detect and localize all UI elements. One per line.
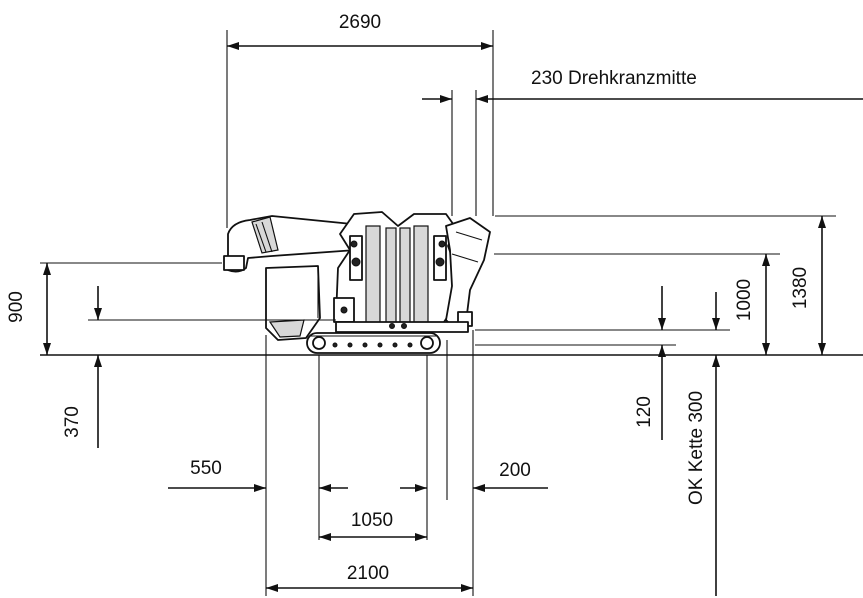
dim-track-1050: 1050 (351, 510, 393, 531)
dimension-lines (43, 42, 863, 596)
dim-slew-center: 230 Drehkranzmitte (531, 68, 697, 89)
dim-height-900: 900 (6, 291, 27, 323)
machine-drawing (223, 211, 491, 354)
crawler-track (306, 332, 441, 354)
dim-height-370: 370 (62, 406, 83, 438)
extension-lines (40, 30, 863, 596)
dim-width-2100: 2100 (347, 563, 389, 584)
dim-height-1380: 1380 (790, 267, 811, 309)
dim-rear-550: 550 (190, 458, 222, 479)
dimension-labels: 2690 230 Drehkranzmitte 900 370 1380 100… (6, 12, 811, 584)
boom-arm (227, 215, 357, 273)
dim-overall-length: 2690 (339, 12, 381, 33)
dim-height-1000: 1000 (734, 279, 755, 321)
dim-offset-200: 200 (499, 460, 531, 481)
dim-track-top: OK Kette 300 (686, 391, 707, 505)
dim-height-120: 120 (634, 396, 655, 428)
